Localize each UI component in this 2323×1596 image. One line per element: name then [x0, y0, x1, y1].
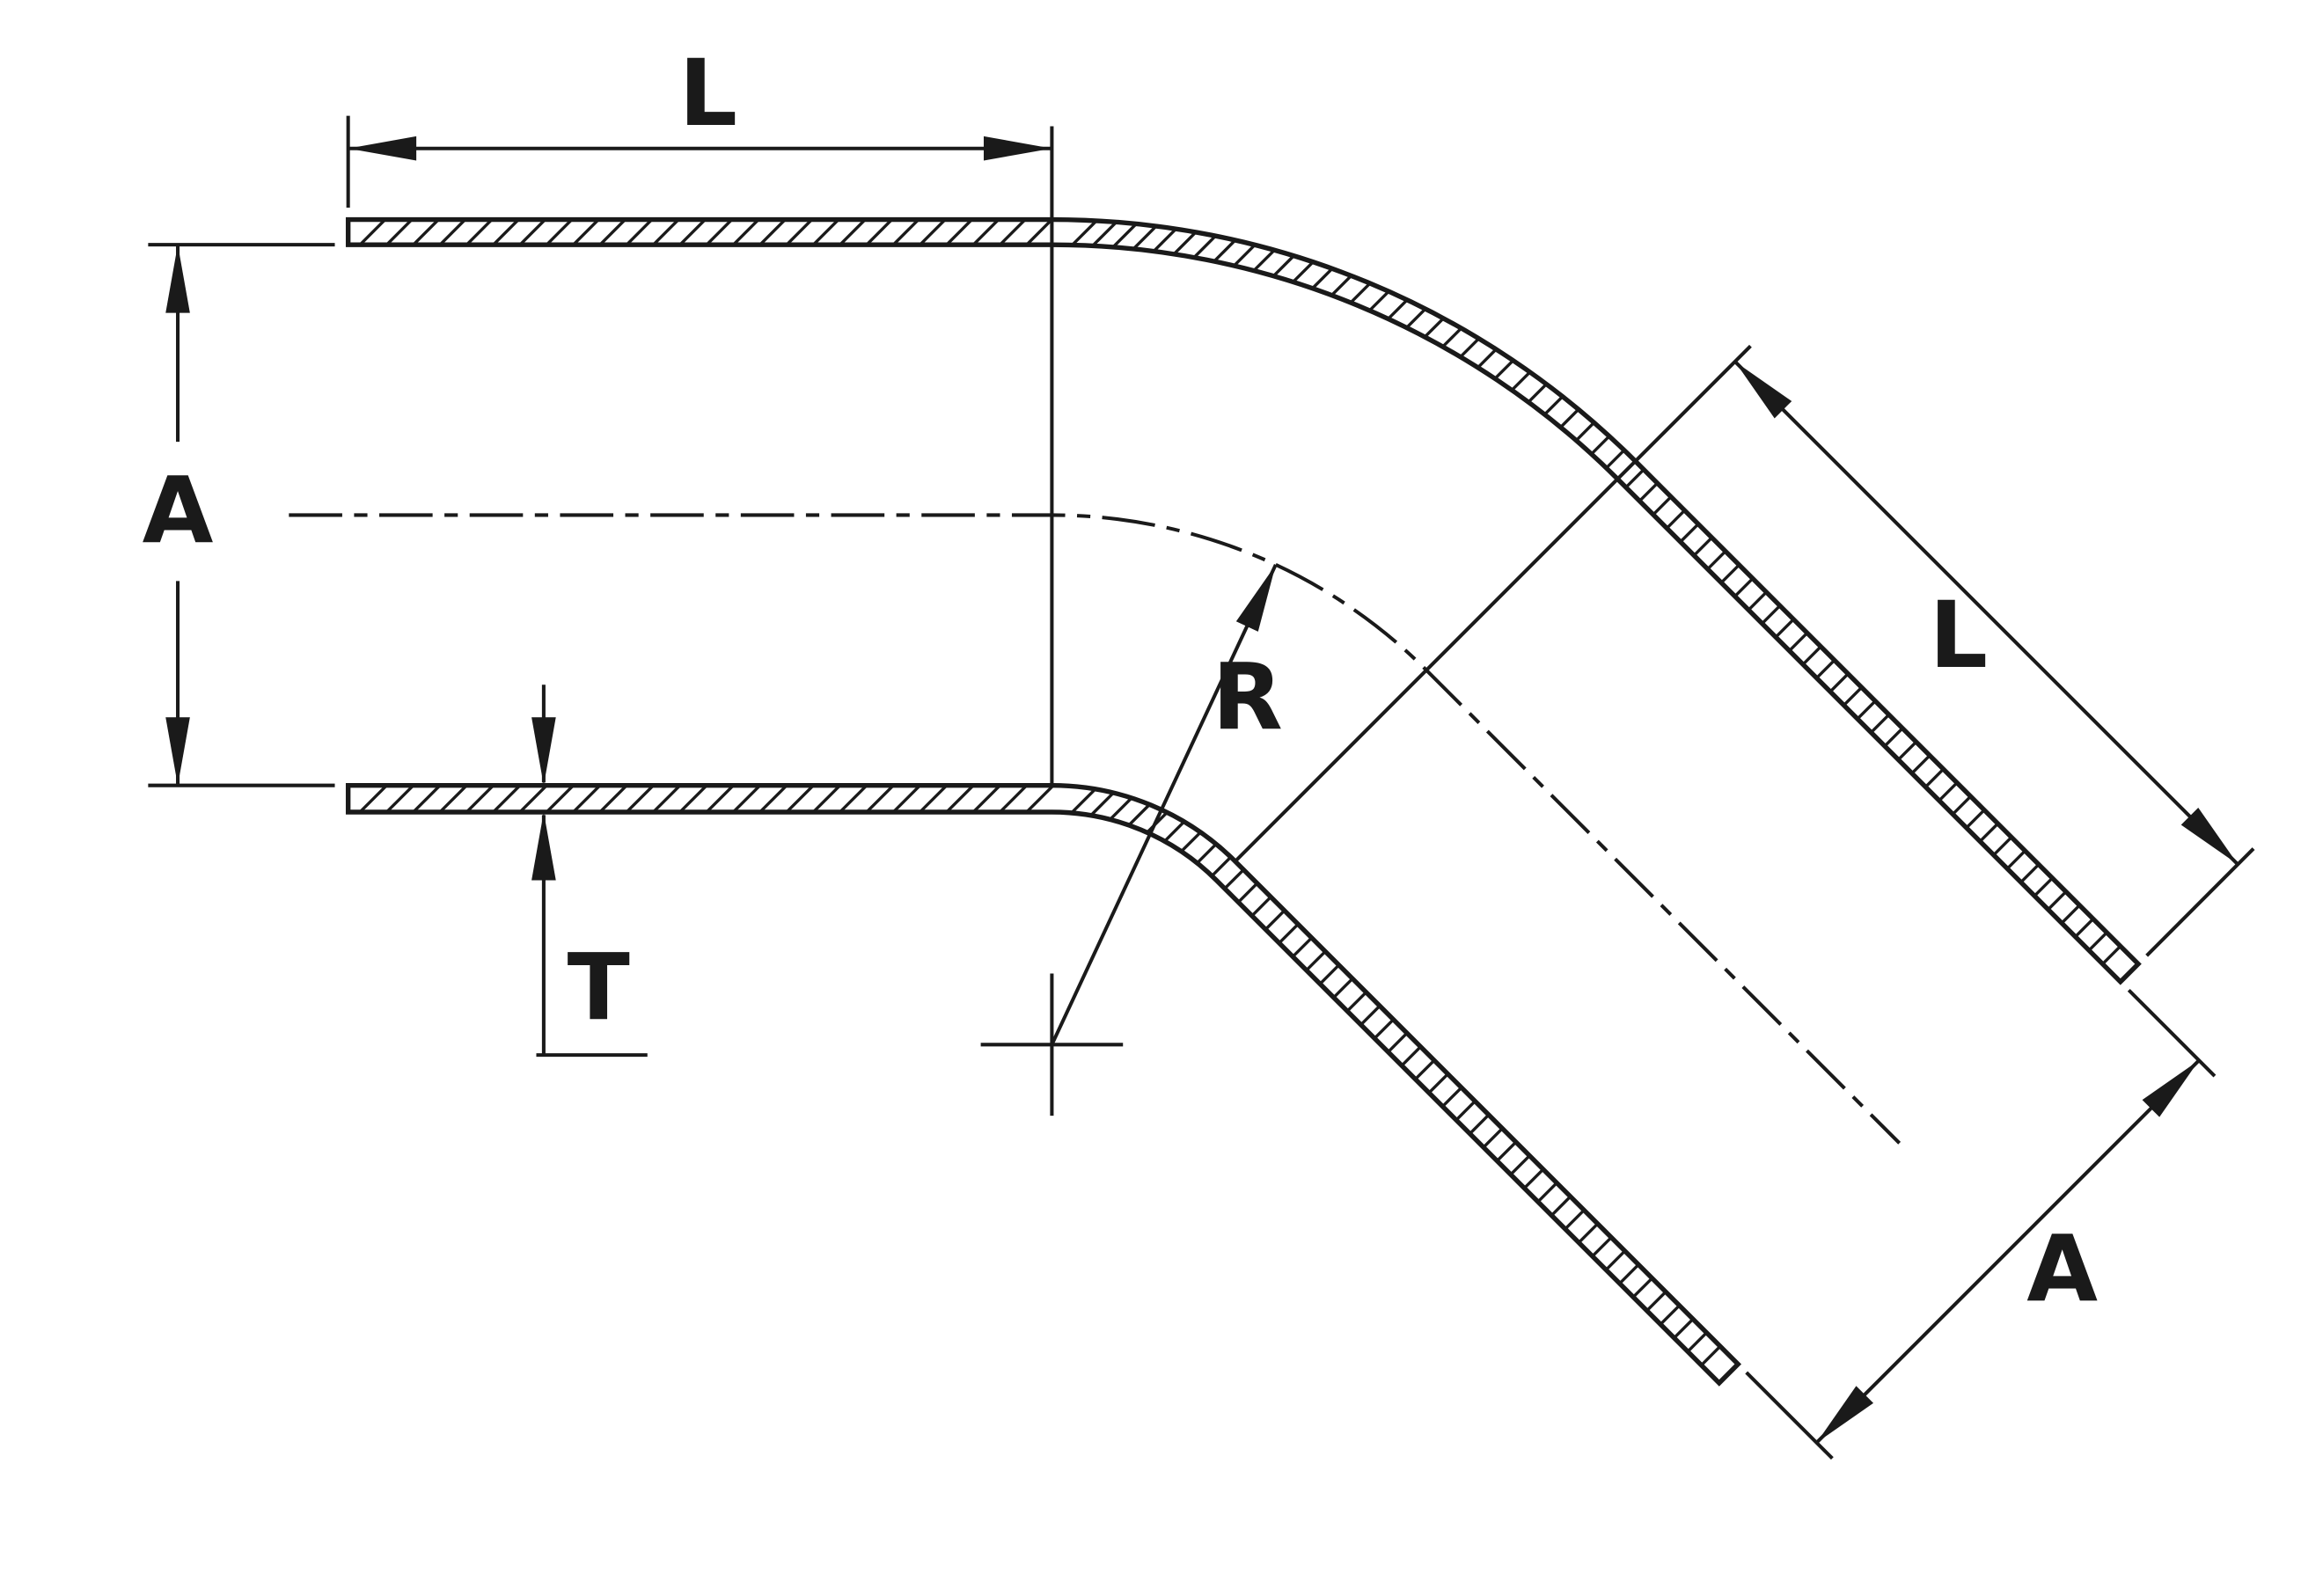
label-angled-diameter: A — [2026, 1216, 2098, 1323]
ext-line-angled-diameter-upper — [2127, 988, 2217, 1078]
dim-line-angled-length — [1733, 360, 2239, 866]
label-top-length: L — [679, 40, 738, 147]
tangent-line-angled-leg — [1234, 344, 1752, 863]
ext-line-angled-length-end — [2145, 847, 2255, 957]
dim-line-angled-diameter — [1815, 1058, 2201, 1445]
label-wall-thickness: T — [568, 934, 630, 1042]
tube-centerline — [289, 513, 1902, 1145]
label-bend-radius: R — [1212, 644, 1282, 751]
tube-walls — [345, 216, 2142, 1387]
dimension-arrowheads — [165, 135, 2239, 1443]
wall-hatching — [358, 218, 2121, 1366]
centerlines — [289, 513, 1902, 1145]
inner-wall-section — [345, 782, 1742, 1387]
dimension-labels: L A T R L A — [143, 40, 2099, 1323]
ext-line-angled-diameter-lower — [1745, 1371, 1834, 1461]
radius-leader-line — [1050, 563, 1278, 1046]
label-left-diameter: A — [143, 458, 214, 565]
label-angled-length: L — [1930, 582, 1989, 689]
outer-wall-section — [345, 216, 2142, 985]
